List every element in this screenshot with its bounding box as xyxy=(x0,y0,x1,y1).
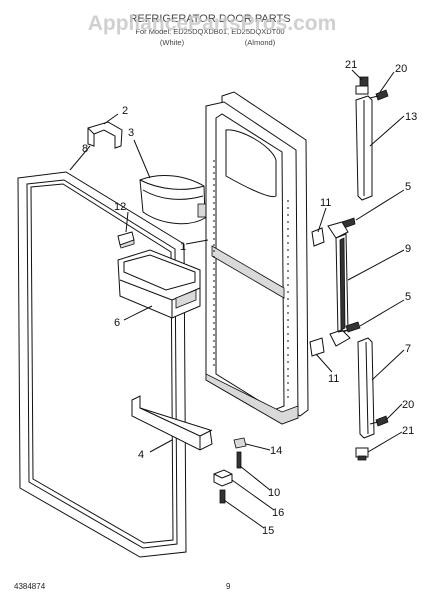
callout-9: 9 xyxy=(405,243,411,255)
callout-11-lower: 11 xyxy=(328,373,339,385)
callout-6: 6 xyxy=(114,317,120,329)
callout-5-upper: 5 xyxy=(405,181,411,193)
callout-21-bottom: 21 xyxy=(402,425,414,437)
diagram-title: REFRIGERATOR DOOR PARTS xyxy=(129,13,290,25)
part-5-lower-screws xyxy=(337,321,361,333)
footer-page-number: 9 xyxy=(226,582,231,591)
callout-4: 4 xyxy=(138,449,144,461)
part-14-hinge-bushing xyxy=(233,437,247,449)
model-line: For Model: ED25DQXDB01, ED25DQXDT00 xyxy=(135,27,284,36)
part-20-top-screw xyxy=(369,89,389,101)
callout-7: 7 xyxy=(405,343,411,355)
callout-12: 12 xyxy=(114,201,126,213)
part-21-bottom-cap xyxy=(355,447,369,461)
callout-8: 8 xyxy=(82,143,88,155)
callout-10: 10 xyxy=(268,487,280,499)
part-10-hinge-pin xyxy=(236,451,242,469)
part-21-top-cap xyxy=(355,76,369,95)
callout-21-top: 21 xyxy=(345,59,357,71)
leader-lines xyxy=(69,69,405,529)
part-1-door-assembly xyxy=(205,91,309,425)
part-20-bottom-screw xyxy=(369,415,389,427)
part-8-door-gasket xyxy=(17,171,187,558)
callout-13: 13 xyxy=(405,111,417,123)
callout-3: 3 xyxy=(128,127,134,139)
callout-labels: 2 3 8 12 1 6 4 21 20 13 5 11 9 5 11 7 20… xyxy=(82,59,417,537)
callout-16: 16 xyxy=(272,507,284,519)
callout-14: 14 xyxy=(270,445,282,457)
part-3-dairy-cover xyxy=(139,175,208,225)
part-15-hinge-screw xyxy=(219,489,226,504)
color-label-right: (Almond) xyxy=(245,38,276,47)
part-16-hinge-bracket xyxy=(213,469,233,487)
part-2-bracket xyxy=(87,121,123,149)
watermark: AppliancePartsPros.com xyxy=(88,12,337,35)
callout-20-bottom: 20 xyxy=(402,399,414,411)
part-4-door-shelf xyxy=(131,395,213,451)
callout-20-top: 20 xyxy=(395,63,407,75)
color-label-left: (White) xyxy=(160,38,185,47)
part-9-handle xyxy=(327,221,351,347)
part-11-lower-spacer xyxy=(309,337,325,357)
part-12-clip xyxy=(117,231,135,249)
footer-part-number: 4384874 xyxy=(14,582,46,591)
part-6-dairy-bin xyxy=(117,249,201,319)
callout-2: 2 xyxy=(122,105,128,117)
callout-11-upper: 11 xyxy=(320,197,331,209)
part-13-top-trim xyxy=(355,95,373,201)
callout-1: 1 xyxy=(180,241,186,253)
part-7-bottom-trim xyxy=(357,337,375,439)
callout-5-lower: 5 xyxy=(405,291,411,303)
callout-15: 15 xyxy=(262,525,274,537)
